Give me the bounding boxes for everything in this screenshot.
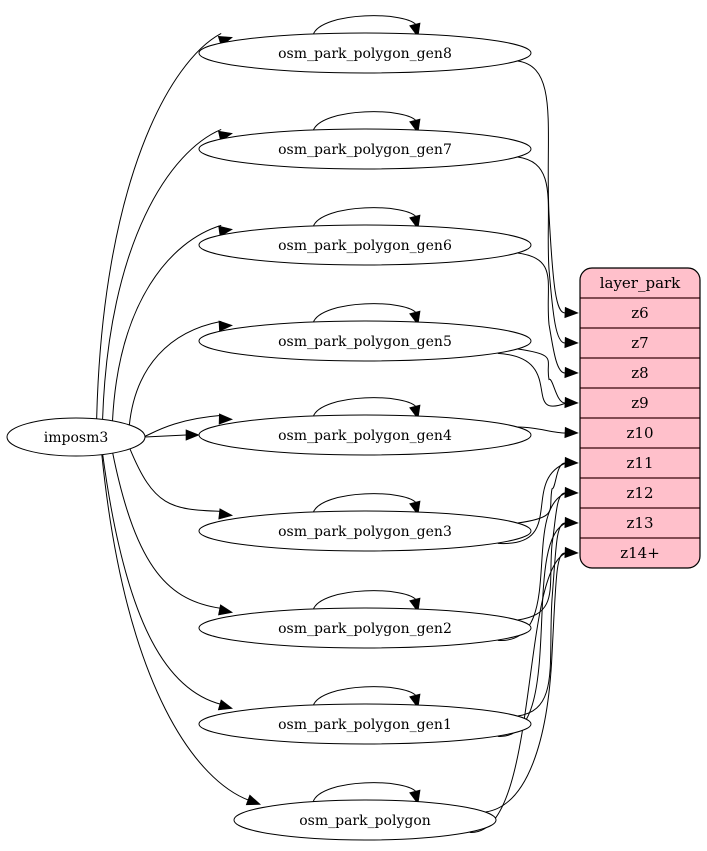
edge-gen5-to-z9	[517, 348, 566, 404]
edge-gen7-to-z7	[517, 156, 566, 344]
edge-imposm3-to-base	[101, 454, 250, 801]
arrowhead-imposm3-to-gen3	[218, 508, 234, 520]
self-loop-gen8	[312, 15, 418, 36]
node-gen5[interactable]	[198, 320, 532, 362]
node-label-gen1: osm_park_polygon_gen1	[278, 717, 452, 733]
table-row-z14+[interactable]: z14+	[620, 544, 660, 562]
node-gen1[interactable]	[198, 703, 532, 745]
node-gen4[interactable]	[198, 414, 532, 456]
node-label-gen4: osm_park_polygon_gen4	[278, 428, 452, 444]
edge-base-to-z14+	[485, 552, 566, 813]
arrowhead-gen5-to-z9	[564, 396, 579, 409]
arrowhead-gen1-to-z13	[564, 516, 579, 529]
arrowhead-gen2-to-z12	[564, 486, 579, 499]
nodes-layer: osm_park_polygon_gen8 osm_park_polygon_ge…	[6, 32, 532, 841]
self-loop-gen2	[312, 590, 418, 611]
arrowhead-self-loop-base	[409, 789, 421, 805]
arrowhead-imposm3-to-base	[245, 794, 261, 806]
table-row-z10[interactable]: z10	[627, 424, 654, 442]
edges-layer	[96, 15, 579, 833]
table-row-z11[interactable]: z11	[627, 454, 654, 472]
table-header-label: layer_park	[600, 274, 681, 292]
node-base[interactable]	[233, 799, 497, 841]
node-label-base: osm_park_polygon	[299, 813, 431, 829]
edge-imposm3-to-gen4-straight	[144, 434, 187, 438]
arrowhead-gen3-to-z11	[564, 456, 579, 469]
node-gen7[interactable]	[198, 128, 532, 170]
arrowhead-gen4-to-z10	[564, 426, 579, 439]
node-label-gen6: osm_park_polygon_gen6	[278, 238, 452, 254]
edge-imposm3-to-gen6	[111, 224, 222, 422]
self-loop-gen3	[312, 493, 418, 514]
arrowhead-imposm3-to-gen4	[185, 429, 200, 441]
arrowhead-imposm3-to-gen4	[218, 413, 234, 425]
self-loop-gen1	[312, 686, 418, 707]
edge-imposm3-to-gen3	[129, 448, 222, 512]
node-label-gen5: osm_park_polygon_gen5	[278, 334, 452, 350]
node-label-gen7: osm_park_polygon_gen7	[278, 142, 452, 158]
edge-gen4-to-z10	[517, 426, 566, 434]
edge-imposm3-to-gen7	[102, 128, 222, 420]
node-gen6[interactable]	[198, 224, 532, 266]
arrowhead-imposm3-to-gen1	[217, 699, 233, 711]
table-row-z7[interactable]: z7	[631, 334, 648, 352]
edge-gen3-to-z11	[517, 462, 566, 524]
edge-imposm3-to-gen2	[112, 452, 222, 609]
edge-gen6-to-z8	[517, 252, 566, 374]
node-gen2[interactable]	[198, 607, 532, 649]
self-loop-gen4	[312, 397, 418, 418]
layer-park-table: layer_park z6 z7 z8 z9 z10 z11 z12 z13 z14+	[579, 267, 701, 569]
edge-gen2-to-z12	[517, 492, 566, 621]
node-imposm3[interactable]	[6, 417, 146, 457]
table-row-z8[interactable]: z8	[631, 364, 648, 382]
table-row-z6[interactable]: z6	[631, 304, 648, 322]
edge-secondary-gen3	[497, 462, 567, 544]
node-gen3[interactable]	[198, 510, 532, 552]
self-loop-gen7	[312, 111, 418, 132]
arrowhead-base-to-z14+	[564, 546, 579, 559]
node-label-gen8: osm_park_polygon_gen8	[278, 46, 452, 62]
arrowhead-gen6-to-z8	[564, 366, 579, 379]
table-outline	[579, 267, 701, 569]
edge-gen1-to-z13	[517, 522, 566, 717]
edge-imposm3-to-gen4	[143, 414, 222, 438]
node-label-imposm3: imposm3	[44, 430, 109, 446]
edge-imposm3-to-gen8	[96, 32, 222, 420]
edge-imposm3-to-gen1	[102, 454, 222, 705]
arrowhead-imposm3-to-gen2	[218, 604, 233, 616]
node-label-gen3: osm_park_polygon_gen3	[278, 524, 452, 540]
arrowhead-gen7-to-z7	[564, 336, 579, 349]
table-row-z12[interactable]: z12	[627, 484, 654, 502]
table-row-z13[interactable]: z13	[627, 514, 654, 532]
self-loop-gen6	[312, 207, 418, 228]
arrowhead-gen8-to-z6	[564, 306, 579, 319]
arrowhead-imposm3-to-gen6	[218, 225, 233, 237]
edge-imposm3-to-gen5	[128, 320, 222, 426]
node-gen8[interactable]	[198, 32, 532, 74]
self-loop-gen5	[312, 303, 418, 324]
node-label-gen2: osm_park_polygon_gen2	[278, 621, 452, 637]
self-loop-base	[312, 782, 418, 803]
edge-gen8-to-z6	[517, 60, 566, 314]
table-row-z9[interactable]: z9	[631, 394, 648, 412]
arrowhead-imposm3-to-gen5	[218, 320, 234, 332]
edge-secondary-gen5	[497, 352, 567, 407]
